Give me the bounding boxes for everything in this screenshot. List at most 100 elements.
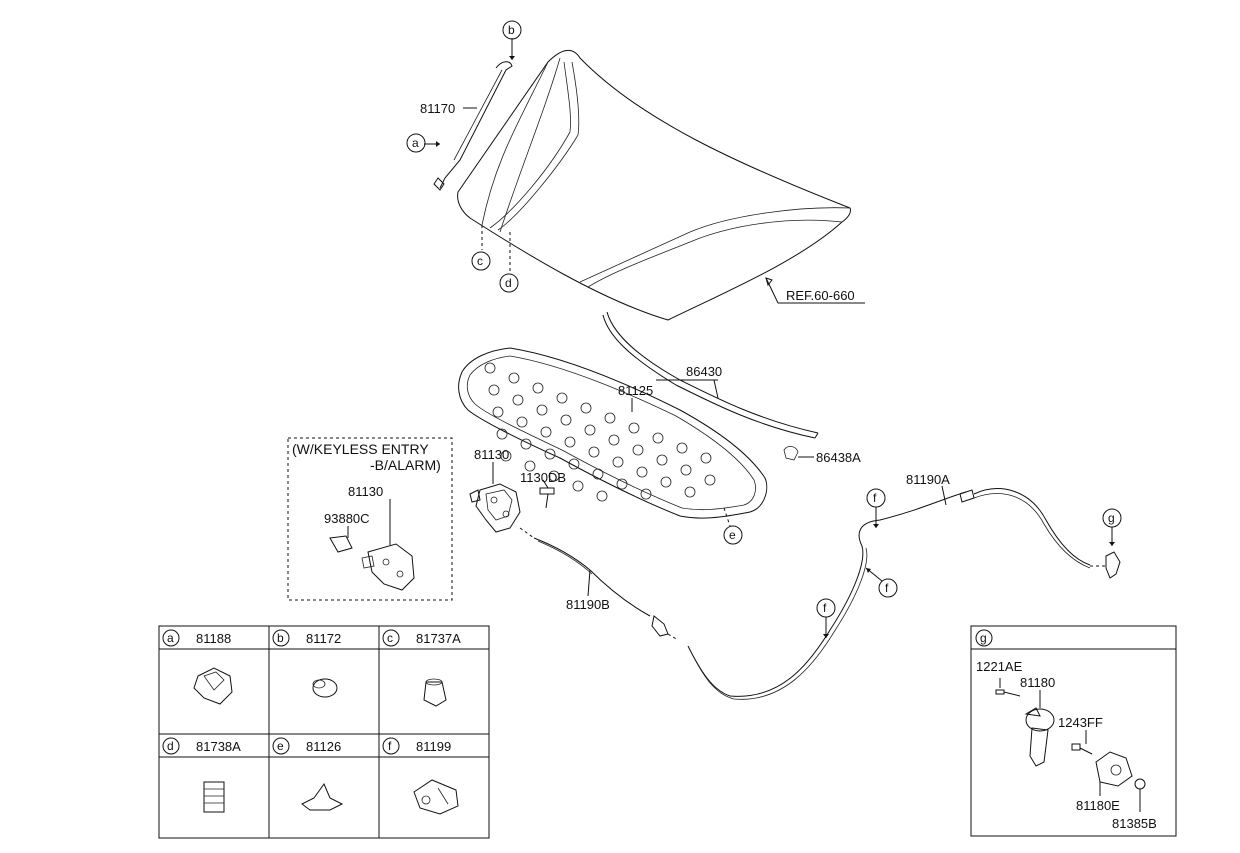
weatherstrip-label: 86430 [686,364,722,379]
pad-hole [488,384,500,396]
pad-hole [516,416,528,428]
handle-bracket [1095,751,1133,796]
svg-text:c: c [477,254,483,268]
pad-hole [608,434,620,446]
reference-label: REF.60-660 [786,288,855,303]
callout-f-mid: f [865,567,898,598]
pad-hole [704,474,716,486]
pad-label: 81125 [618,383,653,398]
g-handle-label: 81180 [1020,675,1055,690]
keyless-latch-label: 81130 [348,484,383,499]
svg-text:c: c [387,631,393,645]
bolt-label: 1130DB [520,470,566,485]
pad-hole [628,422,640,434]
pad-hole [684,486,696,498]
g-clip-label: 81385B [1112,816,1157,831]
pad-hole [656,454,668,466]
pad-hole [592,468,604,480]
pad-hole [492,406,504,418]
svg-text:d: d [167,739,174,753]
callout-c: c [471,251,491,271]
pad-hole [556,392,568,404]
table-cell-e: e 81126 [272,737,344,811]
pad-hole [660,476,672,488]
callout-f-top: f [866,488,886,528]
svg-text:b: b [277,631,284,645]
callout-e: e [723,525,743,545]
hood-stay-rod [424,38,515,191]
pad-hole [544,448,556,460]
pad-hole [640,488,652,500]
pad-hole [564,436,576,448]
hood-panel [457,49,865,321]
g-bolt2-label: 1243FF [1058,715,1103,730]
handle-bolt-1 [995,678,1021,697]
latch-label: 81130 [474,447,509,462]
hood-release-handle [1024,690,1055,767]
pad-hole [572,480,584,492]
cable-front-label: 81190B [566,597,610,612]
g-detail-box: g [970,625,1177,837]
svg-text:f: f [823,601,827,615]
pad-hole [632,444,644,456]
pad-hole [652,432,664,444]
callout-f-low: f [816,598,836,638]
svg-text:f: f [885,581,889,595]
pad-hole [588,446,600,458]
latch-bolt [539,479,555,509]
table-cell-b: b 81172 [272,629,341,698]
keyless-title-2: -B/ALARM) [370,457,441,473]
svg-text:e: e [729,528,736,542]
pad-hole [500,450,512,462]
svg-text:a: a [412,136,419,150]
svg-text:81126: 81126 [306,739,341,754]
svg-text:81172: 81172 [306,631,341,646]
g-bracket-label: 81180E [1076,798,1120,813]
stay-rod-label: 81170 [420,101,455,116]
pad-hole [676,442,688,454]
pad-hole [596,490,608,502]
pad-hole [512,394,524,406]
callout-g: g [1102,508,1122,546]
callout-d: d [499,273,519,293]
release-cable-rear [687,485,1121,700]
pad-hole [532,382,544,394]
pad-hole [700,452,712,464]
hood-insulator-pad [458,347,768,527]
svg-text:81199: 81199 [416,739,451,754]
pad-hole [604,412,616,424]
table-cell-c: c 81737A [382,629,461,707]
svg-text:81188: 81188 [196,631,231,646]
pad-hole [568,458,580,470]
weatherstrip [602,311,819,461]
table-cell-f: f 81199 [382,737,459,815]
svg-text:81738A: 81738A [196,739,241,754]
pad-hole [540,426,552,438]
pad-hole [548,470,560,482]
keyless-entry-box [287,437,453,601]
callout-b: b [502,20,522,40]
pad-hole [680,464,692,476]
parts-table: a 81188 b 81172 c 81737A d 81738A [158,625,490,839]
pad-hole [496,428,508,440]
bracket-clip [1134,778,1146,812]
pad-hole [508,372,520,384]
svg-text:g: g [980,631,987,645]
keyless-title-1: (W/KEYLESS ENTRY [292,441,429,457]
cable-rear-label: 81190A [906,472,950,487]
svg-text:81737A: 81737A [416,631,461,646]
svg-text:a: a [167,631,174,645]
svg-text:e: e [277,739,284,753]
pad-hole [636,466,648,478]
svg-text:b: b [508,23,515,37]
svg-text:f: f [873,491,877,505]
keyless-switch-label: 93880C [324,511,370,526]
pad-hole [484,362,496,374]
pad-hole [560,414,572,426]
weatherstrip-clip-label: 86438A [816,450,861,465]
pad-hole [580,402,592,414]
hood-latch [469,462,521,533]
svg-text:d: d [505,276,512,290]
handle-bolt-2 [1071,730,1093,755]
